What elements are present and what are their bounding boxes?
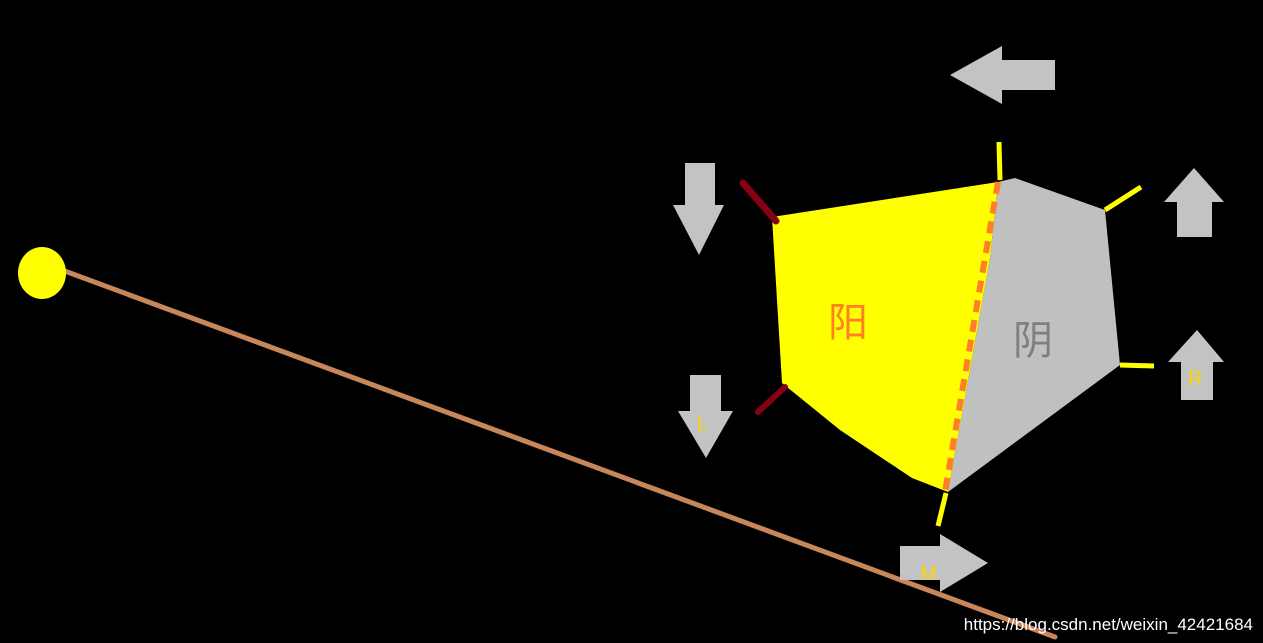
arrow-up-icon <box>1164 168 1224 237</box>
watermark-url: https://blog.csdn.net/weixin_42421684 <box>963 615 1253 634</box>
arrow-up-r-icon <box>1168 330 1224 400</box>
shadow-face-label: 阴 <box>1013 318 1053 364</box>
arrow-label-r: R <box>1188 368 1202 390</box>
dark-edge-upper-left <box>739 179 780 225</box>
lit-face <box>772 182 998 492</box>
ground-line <box>59 267 1058 640</box>
shadow-face <box>948 178 1120 492</box>
lit-face-label: 阳 <box>828 300 868 346</box>
arrow-down-l-icon <box>678 375 733 458</box>
arrow-label-l: L <box>697 413 708 435</box>
yellow-edge-upper-right <box>1103 184 1143 213</box>
arrow-down-icon <box>673 163 724 255</box>
yellow-edge-right <box>1119 362 1155 369</box>
arrow-right-m-icon <box>900 534 988 592</box>
yellow-edge-top <box>996 141 1003 181</box>
dark-edge-lower-left <box>755 384 788 415</box>
sun-icon <box>18 247 66 299</box>
arrow-label-m: M <box>920 563 937 585</box>
arrow-left-icon <box>950 46 1055 104</box>
terminator-line <box>942 181 1001 493</box>
yellow-edge-bottom <box>935 492 949 527</box>
